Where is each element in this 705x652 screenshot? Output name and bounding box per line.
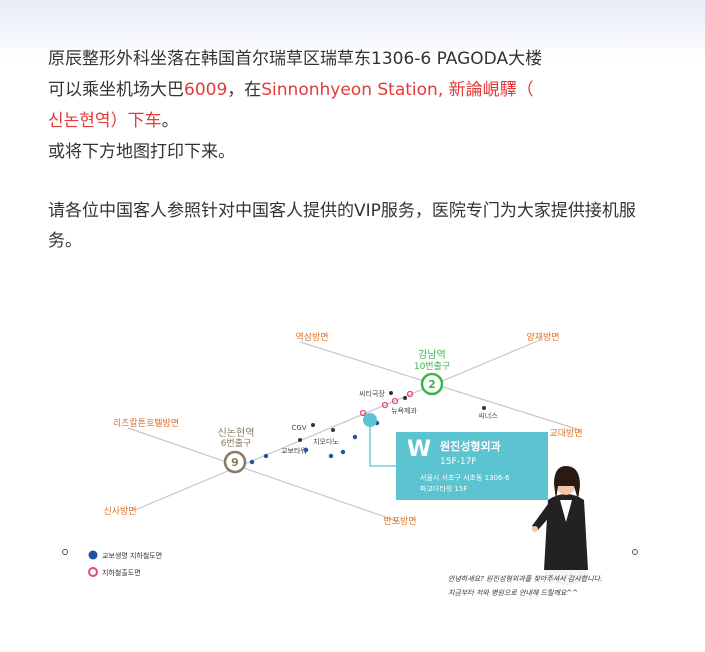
label-banpo: 반포방면 bbox=[383, 516, 416, 527]
intro-line-2-a: 可以乘坐机场大巴 bbox=[48, 80, 184, 100]
label-yeoksam: 역삼방면 bbox=[295, 332, 328, 343]
intro-line-3: 신논현역）下车。 bbox=[48, 106, 668, 137]
exit-marker bbox=[381, 401, 389, 409]
road-west bbox=[127, 427, 401, 523]
clinic-pin bbox=[363, 413, 377, 427]
vip-text: 请各位中国客人参照针对中国客人提供的VIP服务，医院专门为大家提供接机服务。 bbox=[48, 201, 636, 251]
landmark-newsquare: 뉴욕제과 bbox=[391, 406, 417, 415]
bus-number: 6009 bbox=[184, 80, 228, 100]
legend-blue-dot bbox=[88, 550, 98, 560]
intro-line-3-end: 。 bbox=[161, 111, 179, 131]
landmark-cgv: CGV bbox=[291, 424, 306, 432]
label-ritz: 리츠칼튼호텔방면 bbox=[113, 417, 179, 429]
exit-marker bbox=[359, 409, 367, 417]
label-gyodae: 교대방면 bbox=[549, 428, 582, 439]
intro-line-1: 原辰整形外科坐落在韩国首尔瑞草区瑞草东1306-6 PAGODA大楼 bbox=[48, 49, 543, 69]
sinnon-line-number: 9 bbox=[231, 456, 239, 469]
greeting-line-2: 지금부터 저와 병원으로 안내해 드릴께요^^ bbox=[448, 589, 578, 597]
label-yangjae: 양재방면 bbox=[526, 332, 559, 343]
sinnon-station-name: 신논현역 bbox=[218, 427, 255, 439]
sinnon-line-icon bbox=[223, 450, 247, 474]
landmark-newsquare-dot bbox=[403, 396, 407, 400]
legend-pink-label: 지하철출도면 bbox=[102, 568, 141, 577]
corner-bullet bbox=[62, 549, 68, 555]
gangnam-exit: 10번출구 bbox=[414, 361, 450, 372]
landmark-jiodano: 지오다노 bbox=[313, 437, 339, 446]
intro-line-2: 可以乘坐机场大巴6009，在Sinnonhyeon Station, 新論峴驛（ bbox=[48, 75, 668, 106]
route-dot bbox=[303, 447, 309, 453]
route-dot bbox=[328, 453, 334, 459]
station-name: Sinnonhyeon Station, 新論峴驛（ bbox=[261, 80, 534, 100]
exit-marker bbox=[391, 397, 399, 405]
route-dot bbox=[263, 453, 269, 459]
landmark-ciens-dot bbox=[482, 406, 486, 410]
route-dot bbox=[352, 434, 358, 440]
intro-line-4: 或将下方地图打印下来。 bbox=[48, 142, 235, 162]
clinic-name: 원진성형외과 bbox=[440, 439, 501, 453]
guide-person bbox=[532, 466, 588, 585]
clinic-address-2: 파고다타워 15F bbox=[420, 484, 467, 493]
clinic-logo-icon: W bbox=[407, 437, 431, 462]
corner-bullet bbox=[632, 549, 638, 555]
location-map: 역삼방면 양재방면 교대방면 리츠칼튼호텔방면 신사방면 반포방면 강남역 10… bbox=[0, 300, 705, 652]
station-name-korean: 신논현역）下车 bbox=[48, 111, 162, 131]
clinic-address-1: 서울시 서초구 서초동 1306-6 bbox=[420, 473, 510, 482]
greeting-line-1: 안녕하세요? 원진성형외과를 찾아주셔서 감사합니다. bbox=[448, 575, 602, 583]
road-north bbox=[134, 339, 541, 511]
landmark-citycourt: 씨티극장 bbox=[359, 389, 385, 398]
landmark-citycourt-dot bbox=[389, 391, 393, 395]
landmark-gyobo-dot bbox=[298, 438, 302, 442]
landmark-ciens: 씨너스 bbox=[478, 411, 498, 420]
label-sinsa: 신사방면 bbox=[103, 506, 136, 517]
intro-line-2-b: ，在 bbox=[227, 80, 262, 100]
landmark-gyobo: 교보타워 bbox=[281, 446, 307, 455]
clinic-card bbox=[396, 432, 548, 500]
legend-blue-label: 교보생명 지하철도면 bbox=[102, 551, 162, 560]
clinic-floor: 15F-17F bbox=[440, 457, 477, 467]
route-dot bbox=[340, 449, 346, 455]
gangnam-station-name: 강남역 bbox=[418, 349, 446, 361]
clinic-leader bbox=[369, 427, 396, 467]
exit-marker bbox=[406, 390, 414, 398]
intro-text: 原辰整形外科坐落在韩国首尔瑞草区瑞草东1306-6 PAGODA大楼 可以乘坐机… bbox=[48, 44, 668, 168]
landmark-jiodano-dot bbox=[331, 428, 335, 432]
gangnam-line-number: 2 bbox=[428, 378, 436, 391]
landmark-cgv-dot bbox=[311, 423, 315, 427]
legend-pink-ring bbox=[88, 567, 98, 577]
route-dot bbox=[249, 459, 255, 465]
sinnon-exit: 6번출구 bbox=[221, 438, 252, 449]
gangnam-line-icon bbox=[420, 372, 444, 396]
